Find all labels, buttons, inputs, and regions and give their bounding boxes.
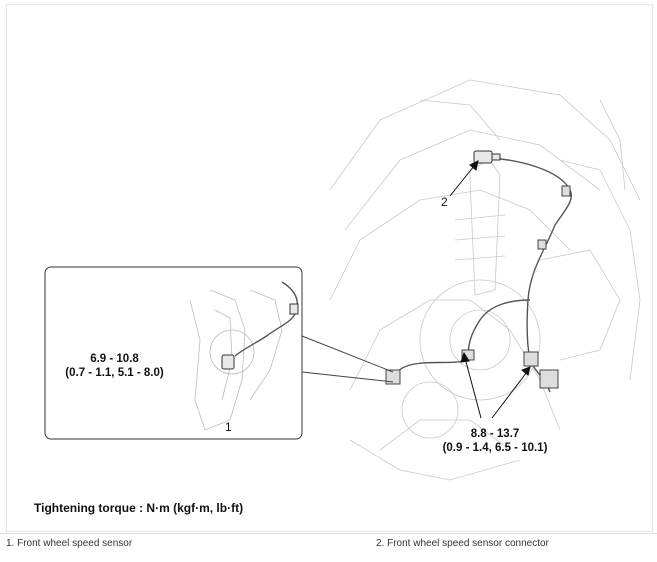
cable-clips (385, 185, 571, 389)
caption-front-wheel-speed-sensor: 1. Front wheel speed sensor (6, 538, 133, 549)
torque-legend: Tightening torque : N·m (kgf·m, lb·ft) (34, 501, 244, 515)
inset-sketch (189, 289, 283, 431)
sensor-connector (473, 150, 501, 164)
torque-inset-range: (0.7 - 1.1, 5.1 - 8.0) (65, 367, 164, 379)
callout-number-1: 1 (225, 420, 232, 434)
torque-main-value: 8.8 - 13.7 (470, 428, 520, 440)
detail-inset-box (44, 266, 303, 440)
torque-inset-value: 6.9 - 10.8 (90, 353, 139, 365)
sensor-cable-main (394, 157, 572, 393)
torque-spec-main: 8.8 - 13.7 (0.9 - 1.4, 6.5 - 10.1) (420, 427, 570, 455)
inset-sensor (221, 303, 299, 370)
torque-spec-inset: 6.9 - 10.8 (0.7 - 1.1, 5.1 - 8.0) (52, 352, 177, 380)
suspension-sketch (329, 79, 641, 481)
inset-cable (234, 281, 299, 357)
caption-front-wheel-speed-sensor-connector: 2. Front wheel speed sensor connector (376, 538, 549, 549)
torque-main-range: (0.9 - 1.4, 6.5 - 10.1) (442, 442, 548, 454)
callout-number-2: 2 (441, 195, 448, 209)
caption-bar: 1. Front wheel speed sensor 2. Front whe… (0, 533, 657, 556)
